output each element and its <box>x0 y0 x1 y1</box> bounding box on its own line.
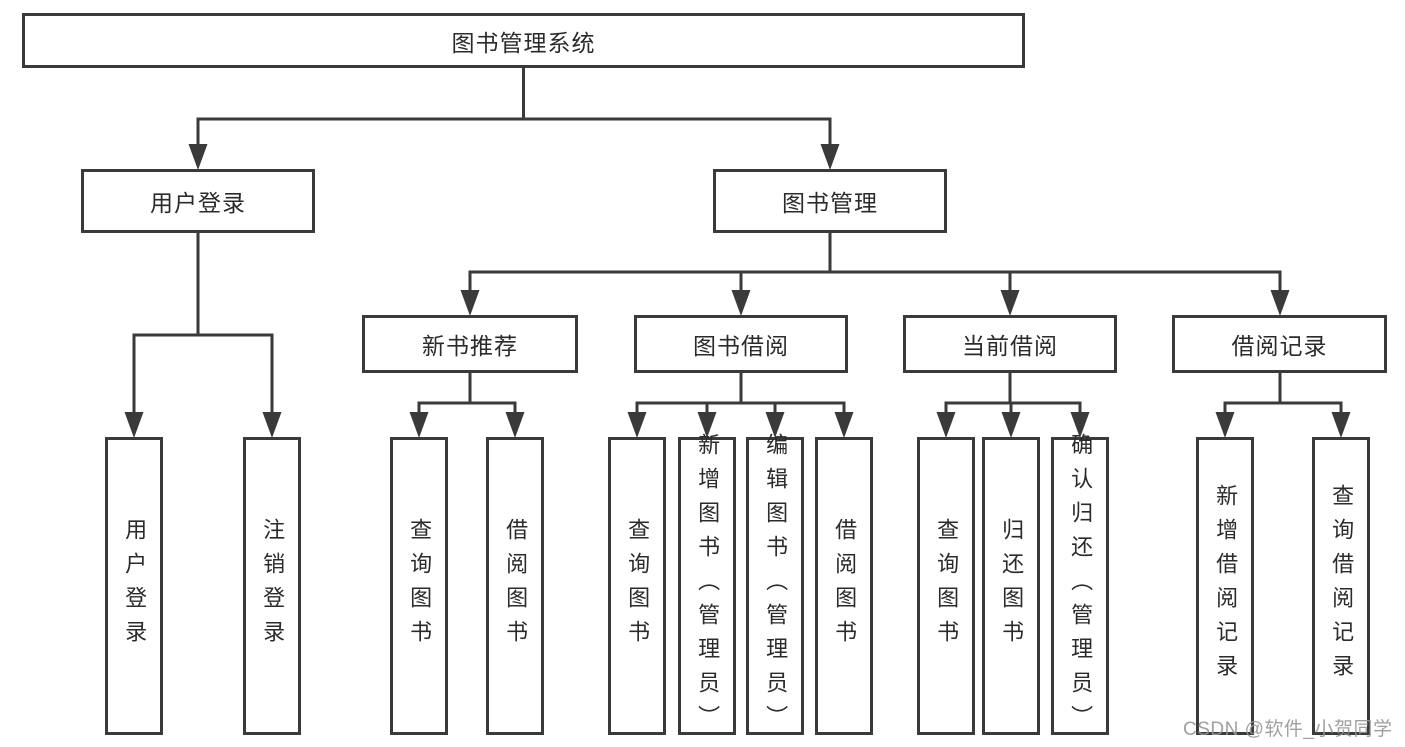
node-new-books: 新书推荐 <box>362 315 578 373</box>
node-leaf-current-return-label: 归还图书 <box>999 518 1025 654</box>
node-leaf-borrow-add: 新增图书（管理员） <box>678 433 736 739</box>
edges-user-login-children <box>124 233 282 438</box>
node-leaf-records-add-label: 新增借阅记录 <box>1213 484 1239 688</box>
node-leaf-current-confirm-label: 确认归还（管理员） <box>1068 433 1094 739</box>
node-leaf-newbook-borrow-label: 借阅图书 <box>503 518 529 654</box>
node-leaf-current-return: 归还图书 <box>982 437 1040 735</box>
node-borrow-records-label: 借阅记录 <box>1231 333 1328 359</box>
node-leaf-borrow-edit: 编辑图书（管理员） <box>746 433 804 739</box>
node-leaf-records-add: 新增借阅记录 <box>1196 437 1254 735</box>
node-leaf-current-query: 查询图书 <box>917 437 975 735</box>
node-leaf-borrow-query-label: 查询图书 <box>625 518 651 654</box>
node-current-borrow-label: 当前借阅 <box>962 333 1058 359</box>
node-leaf-records-query-label: 查询借阅记录 <box>1329 484 1355 688</box>
node-leaf-newbook-query-label: 查询图书 <box>407 518 433 654</box>
node-book-borrow: 图书借阅 <box>634 315 848 373</box>
edges-records-children <box>1215 373 1351 438</box>
node-book-borrow-label: 图书借阅 <box>693 333 789 359</box>
edges-borrow-children <box>627 373 854 438</box>
node-leaf-newbook-borrow: 借阅图书 <box>486 437 544 735</box>
node-leaf-current-confirm: 确认归还（管理员） <box>1051 433 1109 739</box>
node-book-mgmt-label: 图书管理 <box>782 190 878 216</box>
node-root-label: 图书管理系统 <box>451 29 596 56</box>
node-leaf-borrow-borrow-label: 借阅图书 <box>832 518 858 654</box>
edges-root-to-level2 <box>188 68 840 170</box>
node-leaf-borrow-query: 查询图书 <box>608 437 666 735</box>
node-leaf-borrow-add-label: 新增图书（管理员） <box>695 433 721 739</box>
node-root: 图书管理系统 <box>22 13 1025 68</box>
node-user-login: 用户登录 <box>81 169 315 233</box>
edges-current-children <box>936 373 1090 438</box>
node-user-login-label: 用户登录 <box>150 190 246 216</box>
node-new-books-label: 新书推荐 <box>422 333 518 359</box>
node-leaf-user-login-label: 用户登录 <box>122 518 148 654</box>
node-leaf-records-query: 查询借阅记录 <box>1312 437 1370 735</box>
node-borrow-records: 借阅记录 <box>1172 315 1387 373</box>
node-leaf-logout-label: 注销登录 <box>260 518 286 654</box>
edges-book-mgmt-to-level3 <box>460 233 1290 316</box>
node-leaf-borrow-edit-label: 编辑图书（管理员） <box>763 433 789 739</box>
node-leaf-user-login: 用户登录 <box>105 437 163 735</box>
csdn-watermark: CSDN @软件_小贺同学 <box>1183 719 1393 740</box>
node-leaf-newbook-query: 查询图书 <box>390 437 448 735</box>
node-current-borrow: 当前借阅 <box>903 315 1117 373</box>
node-leaf-current-query-label: 查询图书 <box>934 518 960 654</box>
edges-newbook-children <box>409 373 525 438</box>
node-book-mgmt: 图书管理 <box>713 169 947 233</box>
node-leaf-logout: 注销登录 <box>243 437 301 735</box>
node-leaf-borrow-borrow: 借阅图书 <box>815 437 873 735</box>
